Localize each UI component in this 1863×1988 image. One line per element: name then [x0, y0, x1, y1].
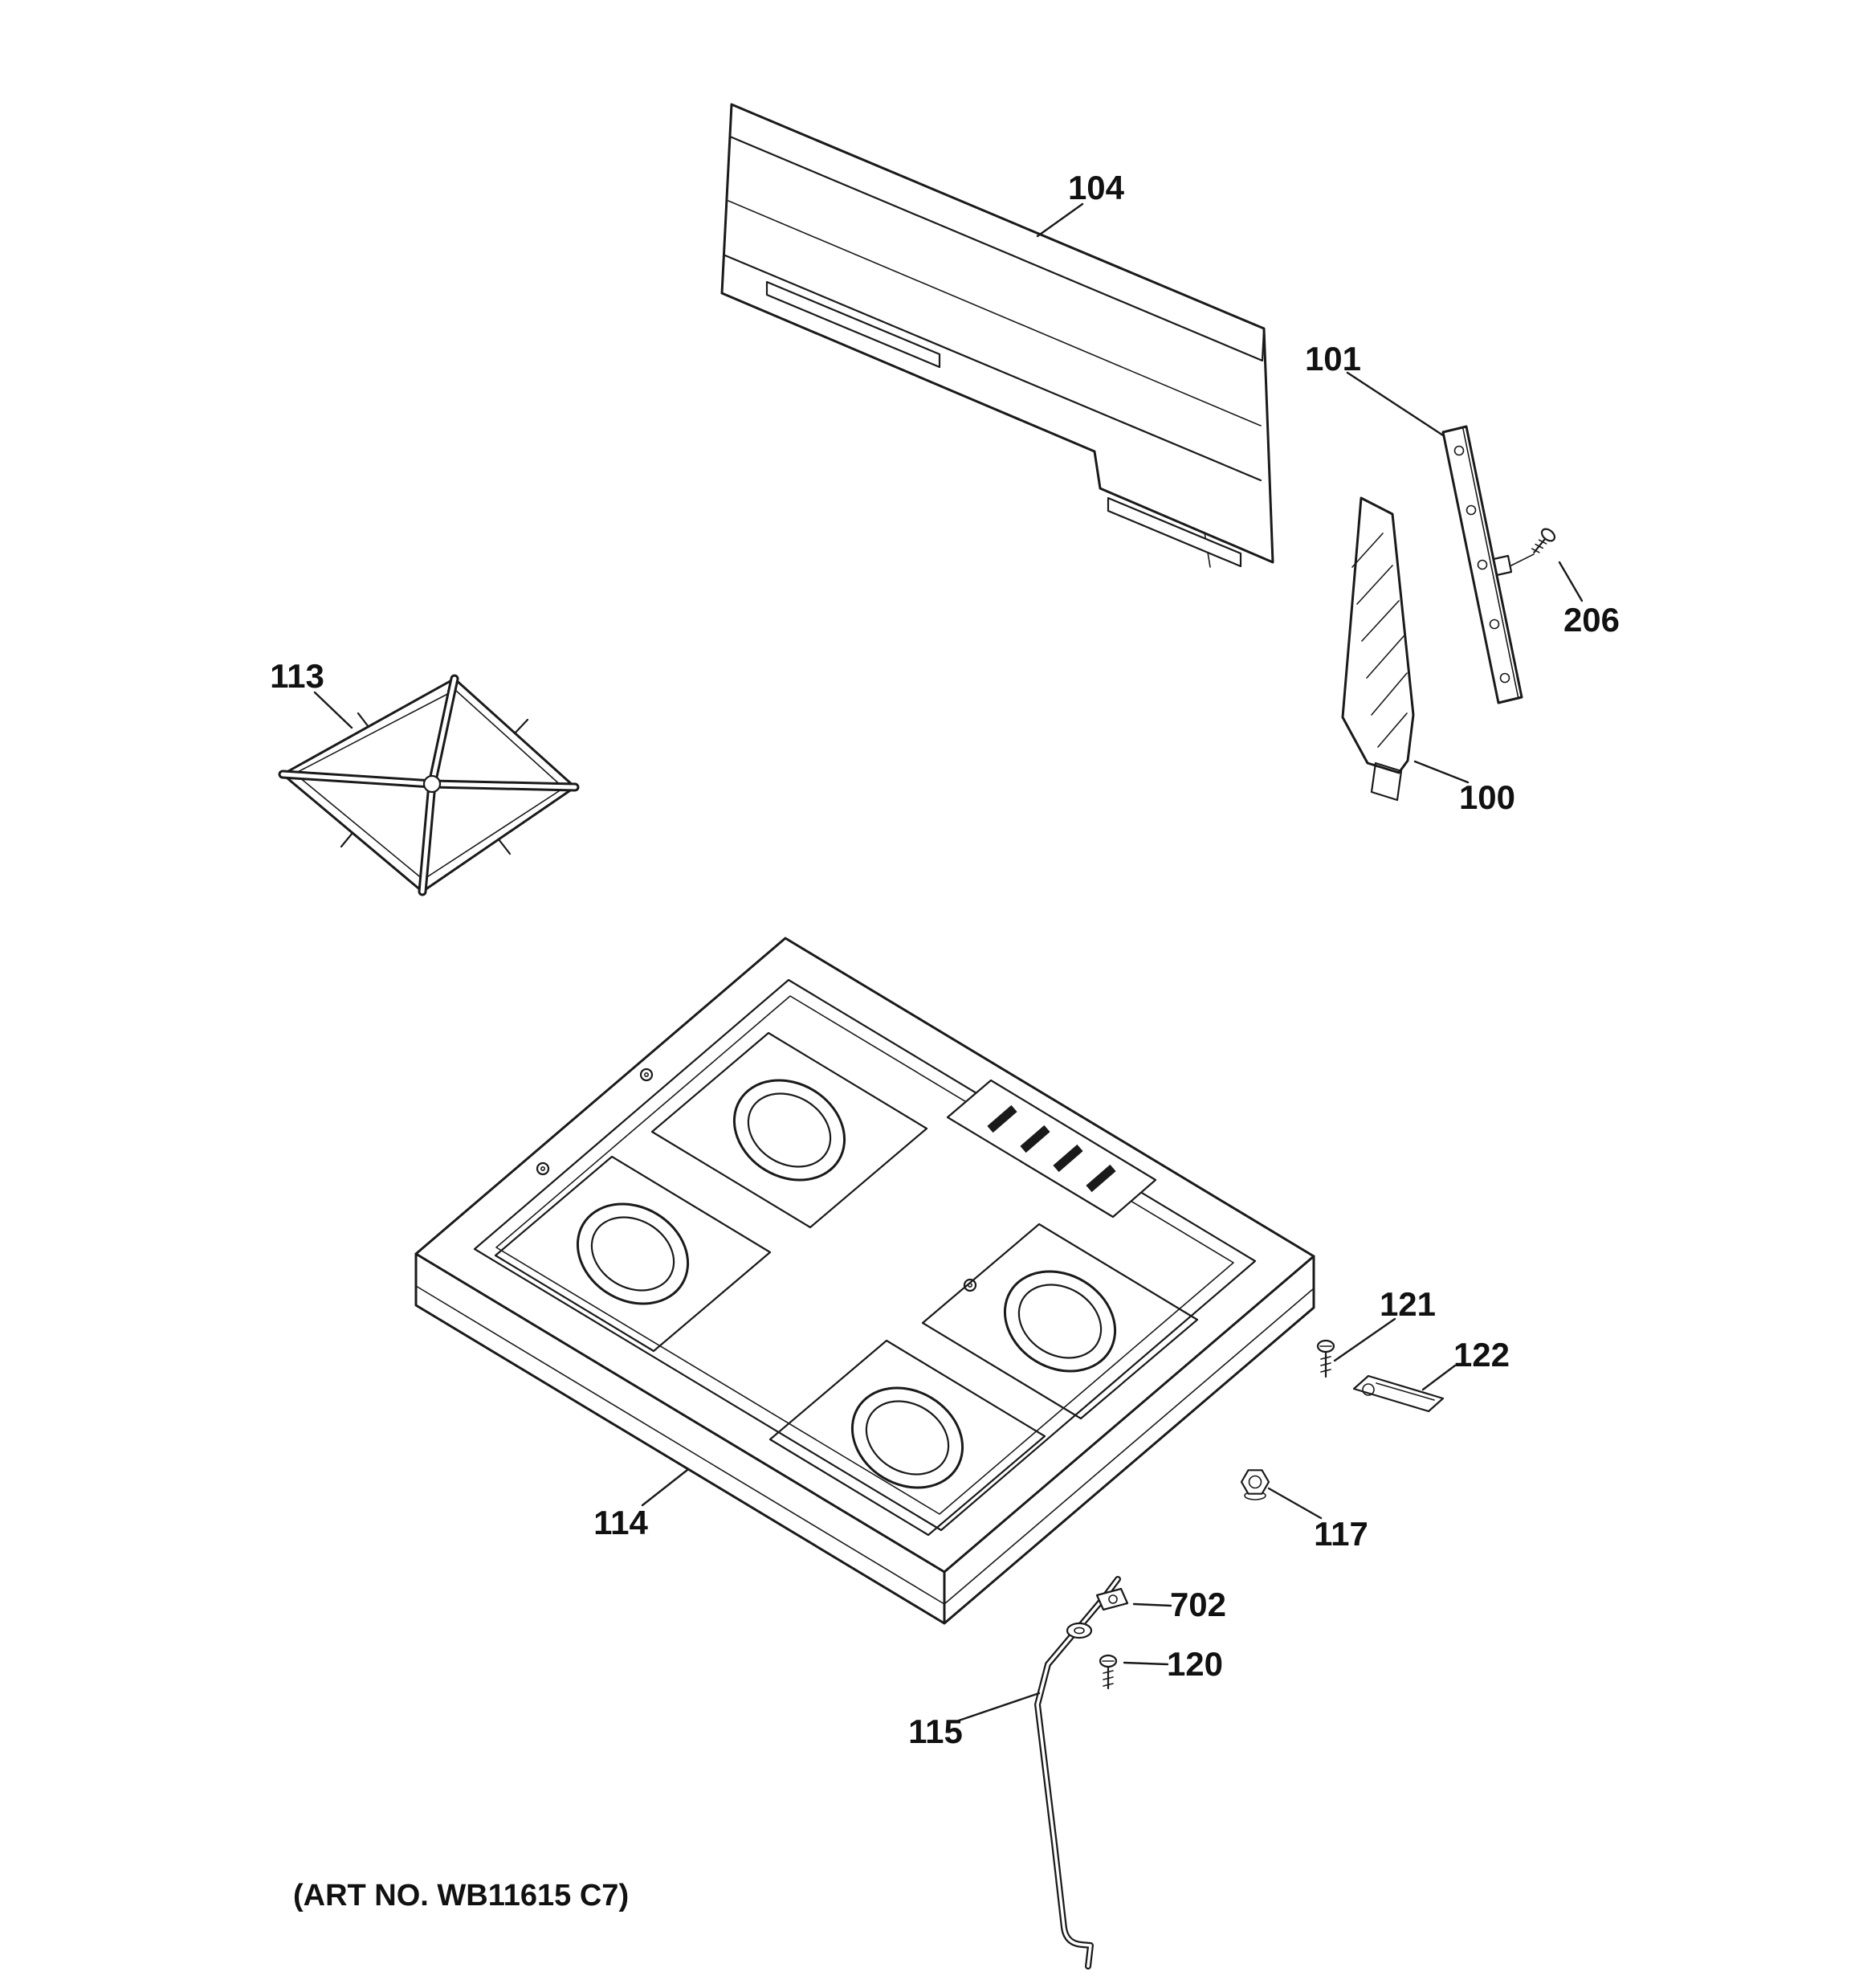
callout-702: 702 — [1170, 1586, 1226, 1623]
side-filler-panel — [1341, 496, 1415, 802]
burner-opening-front-left — [576, 1202, 690, 1305]
callout-114: 114 — [593, 1504, 648, 1541]
callout-labels: 104 101 206 100 113 114 121 122 117 702 … — [270, 169, 1620, 1750]
hex-nut-117 — [1240, 1469, 1270, 1500]
callout-115: 115 — [908, 1712, 963, 1750]
burner-opening-front-right — [850, 1386, 964, 1489]
leader-114 — [641, 1468, 689, 1507]
screw-120 — [1099, 1654, 1118, 1690]
leader-702 — [1132, 1602, 1172, 1607]
cooktop-assembly — [414, 937, 1315, 1625]
callout-101: 101 — [1305, 340, 1361, 378]
gas-tube-115 — [1034, 1576, 1121, 1970]
leader-100 — [1413, 760, 1470, 784]
burner-grate — [278, 674, 580, 896]
burner-panel-front-left — [494, 1155, 772, 1353]
leader-206 — [1558, 561, 1584, 602]
callout-100: 100 — [1459, 778, 1515, 816]
backsplash-panel — [720, 103, 1274, 568]
callout-121: 121 — [1380, 1285, 1436, 1323]
ignitor-bracket-122 — [1352, 1374, 1445, 1413]
leader-101 — [1346, 371, 1445, 437]
side-trim-rail — [1441, 425, 1523, 704]
burner-panel-back-left — [650, 1031, 928, 1229]
burner-panel-front-right — [768, 1339, 1046, 1537]
burner-panel-back-right — [921, 1223, 1199, 1420]
callout-104: 104 — [1068, 169, 1125, 206]
screw-206 — [1531, 528, 1556, 553]
leader-lines — [313, 202, 1584, 1722]
leader-117 — [1267, 1487, 1323, 1520]
screw-206-axis-line — [1510, 553, 1535, 566]
leader-113 — [313, 691, 353, 729]
leader-121 — [1333, 1317, 1396, 1362]
callout-122: 122 — [1453, 1336, 1510, 1374]
callout-120: 120 — [1167, 1645, 1223, 1683]
leader-120 — [1123, 1661, 1169, 1666]
cooktop-rim-screw — [536, 1067, 977, 1292]
leader-104 — [1036, 202, 1084, 238]
callout-206: 206 — [1563, 601, 1620, 639]
callout-117: 117 — [1314, 1515, 1368, 1553]
leader-122 — [1421, 1364, 1457, 1391]
burner-opening-back-left — [732, 1079, 846, 1182]
screw-121 — [1316, 1339, 1335, 1378]
burner-opening-back-right — [1003, 1270, 1117, 1373]
art-number-label: (ART NO. WB11615 C7) — [293, 1879, 629, 1912]
callout-113: 113 — [270, 657, 324, 695]
vent-grille — [946, 1079, 1157, 1219]
leader-115 — [957, 1692, 1041, 1722]
clip-702 — [1066, 1587, 1129, 1639]
